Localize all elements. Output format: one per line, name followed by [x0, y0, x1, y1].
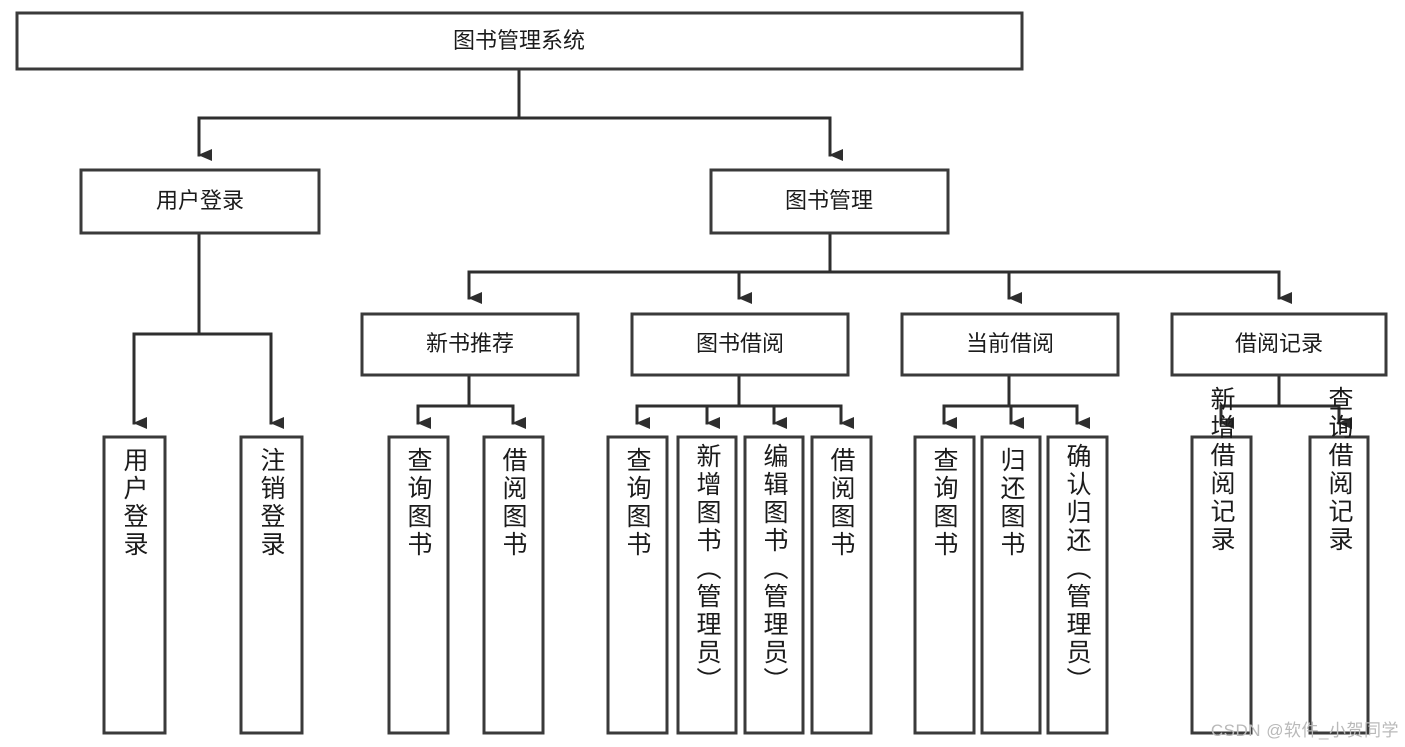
node-leaf-user-logout-label: 注销登录	[257, 447, 286, 559]
node-leaf-add-book[interactable]: 新增图书（管理员）	[676, 435, 738, 735]
node-root-label: 图书管理系统	[453, 28, 585, 53]
node-leaf-query-book-1-box[interactable]	[387, 435, 450, 735]
node-leaf-user-login[interactable]: 用户登录	[102, 435, 167, 735]
node-leaf-query-record[interactable]: 查询借阅记录	[1308, 386, 1370, 735]
node-user-login[interactable]: 用户登录	[79, 168, 321, 235]
node-new-book-recommend-label: 新书推荐	[426, 331, 514, 356]
node-leaf-query-book-2-box[interactable]	[606, 435, 669, 735]
node-book-borrow[interactable]: 图书借阅	[630, 312, 850, 377]
node-leaf-query-book-3-label: 查询图书	[930, 447, 959, 559]
node-leaf-query-book-1-label: 查询图书	[404, 447, 433, 559]
node-root-box[interactable]	[15, 11, 1024, 71]
node-leaf-query-book-2-label: 查询图书	[623, 447, 652, 559]
node-leaf-edit-book[interactable]: 编辑图书（管理员）	[743, 435, 805, 735]
node-user-login-label: 用户登录	[156, 188, 244, 213]
node-current-borrow-box[interactable]	[900, 312, 1120, 377]
node-leaf-query-book-3-box[interactable]	[913, 435, 976, 735]
node-leaf-borrow-book-1-box[interactable]	[482, 435, 545, 735]
node-leaf-query-book-2[interactable]: 查询图书	[606, 435, 669, 735]
node-user-login-box[interactable]	[79, 168, 321, 235]
node-book-borrow-label: 图书借阅	[696, 331, 784, 356]
node-new-book-recommend-box[interactable]	[360, 312, 580, 377]
node-current-borrow-label: 当前借阅	[966, 331, 1054, 356]
node-leaf-confirm-return-label: 确认归还（管理员）	[1063, 443, 1092, 695]
node-leaf-confirm-return-box[interactable]	[1046, 435, 1109, 735]
edges-layer	[132, 67, 1352, 429]
node-leaf-borrow-book-2[interactable]: 借阅图书	[810, 435, 873, 735]
node-leaf-return-book-box[interactable]	[980, 435, 1042, 735]
node-leaf-confirm-return[interactable]: 确认归还（管理员）	[1046, 435, 1109, 735]
node-current-borrow[interactable]: 当前借阅	[900, 312, 1120, 377]
node-leaf-return-book-label: 归还图书	[997, 447, 1026, 559]
node-borrow-record-box[interactable]	[1170, 312, 1388, 377]
node-leaf-borrow-book-1-label: 借阅图书	[499, 447, 528, 559]
node-leaf-user-login-label: 用户登录	[120, 447, 149, 559]
node-leaf-edit-book-label: 编辑图书（管理员）	[760, 443, 789, 695]
node-leaf-add-record-box[interactable]	[1190, 435, 1253, 735]
node-book-borrow-box[interactable]	[630, 312, 850, 377]
node-root[interactable]: 图书管理系统	[15, 11, 1024, 71]
node-book-management[interactable]: 图书管理	[709, 168, 950, 235]
node-leaf-user-logout[interactable]: 注销登录	[239, 435, 304, 735]
node-leaf-add-record-label: 新增借阅记录	[1207, 386, 1236, 554]
node-leaf-query-record-box[interactable]	[1308, 435, 1370, 735]
node-leaf-add-book-label: 新增图书（管理员）	[693, 443, 722, 695]
node-leaf-return-book[interactable]: 归还图书	[980, 435, 1042, 735]
node-leaf-borrow-book-1[interactable]: 借阅图书	[482, 435, 545, 735]
node-book-management-label: 图书管理	[785, 188, 873, 213]
node-new-book-recommend[interactable]: 新书推荐	[360, 312, 580, 377]
csdn-watermark: CSDN @软件_小贺同学	[1210, 721, 1399, 740]
node-book-management-box[interactable]	[709, 168, 950, 235]
node-leaf-query-book-3[interactable]: 查询图书	[913, 435, 976, 735]
node-leaf-query-record-label: 查询借阅记录	[1325, 386, 1354, 554]
node-leaf-add-record[interactable]: 新增借阅记录	[1190, 386, 1253, 735]
node-leaf-edit-book-box[interactable]	[743, 435, 805, 735]
node-leaf-borrow-book-2-box[interactable]	[810, 435, 873, 735]
node-borrow-record-label: 借阅记录	[1235, 331, 1323, 356]
node-leaf-add-book-box[interactable]	[676, 435, 738, 735]
node-leaf-user-login-box[interactable]	[102, 435, 167, 735]
node-leaf-borrow-book-2-label: 借阅图书	[827, 447, 856, 559]
node-borrow-record[interactable]: 借阅记录	[1170, 312, 1388, 377]
node-leaf-user-logout-box[interactable]	[239, 435, 304, 735]
node-leaf-query-book-1[interactable]: 查询图书	[387, 435, 450, 735]
